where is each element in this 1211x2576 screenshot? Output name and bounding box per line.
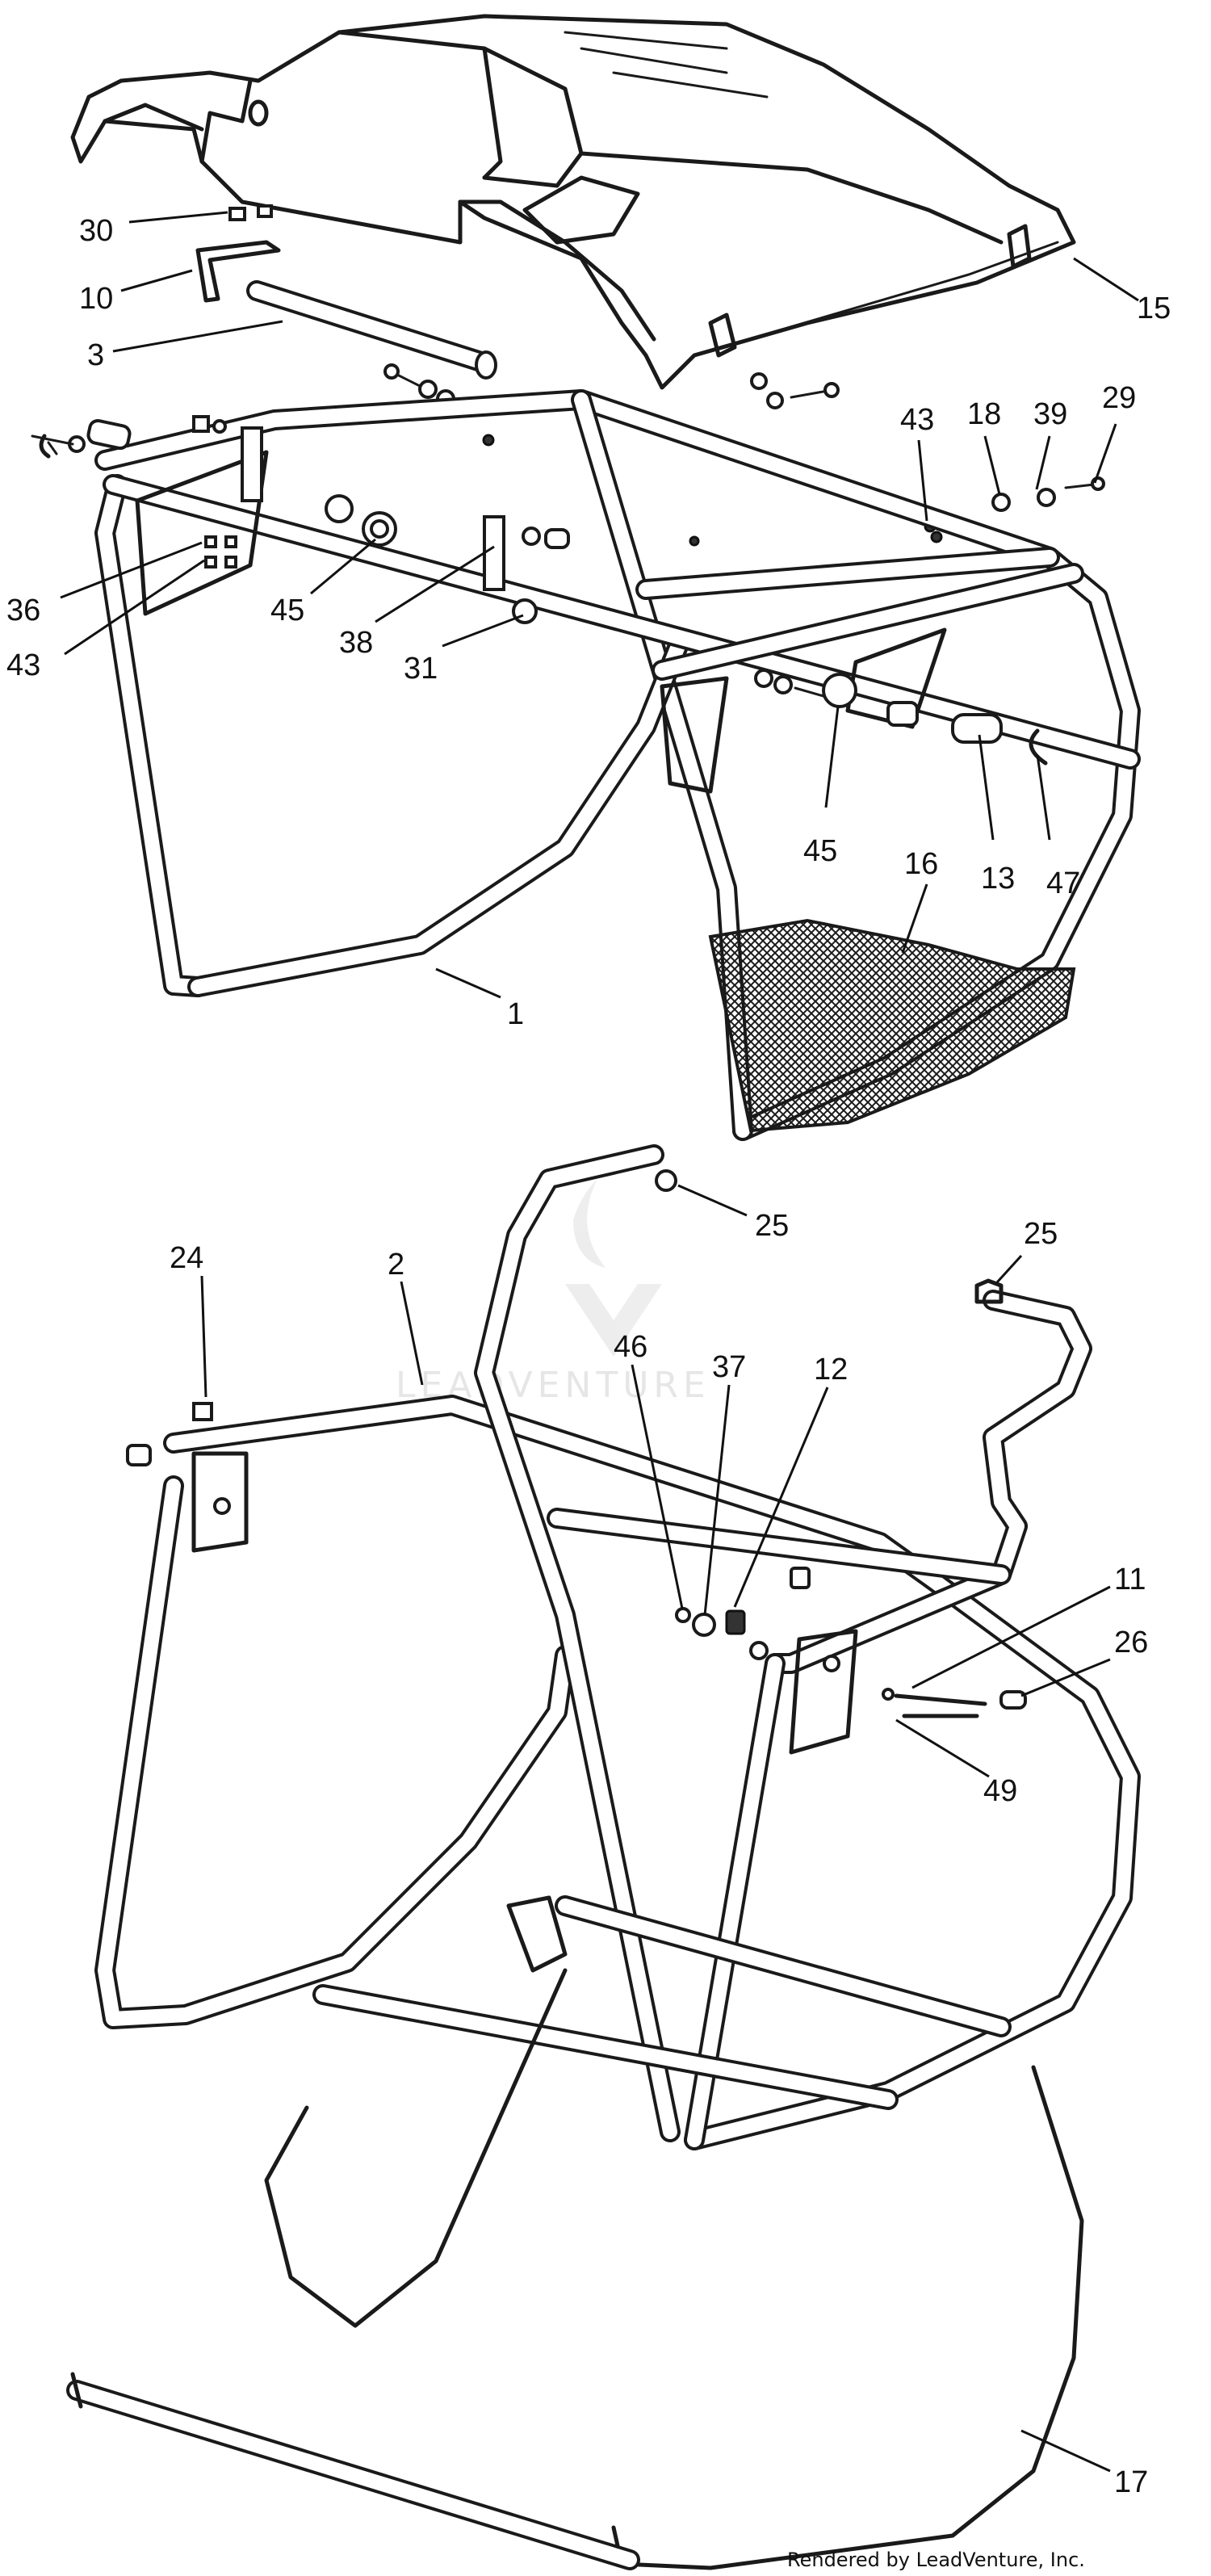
callout-47: 47 (1046, 866, 1080, 900)
callout-10: 10 (79, 282, 113, 316)
callout-43-top: 43 (900, 403, 934, 437)
callout-29: 29 (1102, 381, 1136, 415)
watermark: LEADVENTURE (396, 1179, 706, 1406)
leader-lines (60, 211, 1139, 2473)
bag-17 (66, 1968, 1084, 2570)
callout-36: 36 (6, 594, 40, 627)
callout-3: 3 (87, 338, 104, 372)
callout-12: 12 (814, 1353, 848, 1387)
screen-16 (708, 918, 1076, 1133)
callout-17: 17 (1114, 2465, 1148, 2499)
upper-hardware (31, 415, 1048, 766)
bracket-10 (195, 240, 281, 303)
callout-46: 46 (614, 1330, 647, 1364)
callout-16: 16 (904, 847, 938, 881)
callout-31: 31 (404, 652, 438, 686)
callout-1: 1 (507, 997, 524, 1031)
callout-13: 13 (981, 862, 1015, 896)
callout-25-left: 25 (755, 1209, 789, 1243)
callout-25-right: 25 (1024, 1217, 1058, 1251)
lower-frame-2 (94, 1144, 1141, 2150)
rod-3 (246, 280, 497, 380)
callout-18: 18 (967, 397, 1001, 431)
callout-26: 26 (1114, 1626, 1148, 1659)
catcher-top-cover (70, 14, 1076, 390)
callout-49: 49 (983, 1774, 1017, 1808)
callout-45-right: 45 (803, 834, 837, 868)
callout-38: 38 (339, 626, 373, 660)
screws-30 (228, 204, 273, 221)
callout-39: 39 (1033, 397, 1067, 431)
callout-numbers: 30 10 3 15 43 18 39 29 36 43 45 38 31 45… (6, 214, 1171, 2499)
callout-11: 11 (1114, 1563, 1146, 1596)
lower-hardware (126, 1169, 1027, 1718)
callout-2: 2 (388, 1248, 404, 1282)
callout-43-left: 43 (6, 648, 40, 682)
callout-45-left: 45 (270, 594, 304, 627)
callout-15: 15 (1137, 292, 1171, 325)
footer-credit: Rendered by LeadVenture, Inc. (787, 2549, 1085, 2571)
callout-24: 24 (170, 1241, 203, 1275)
callout-30: 30 (79, 214, 113, 248)
callout-37: 37 (712, 1350, 746, 1384)
